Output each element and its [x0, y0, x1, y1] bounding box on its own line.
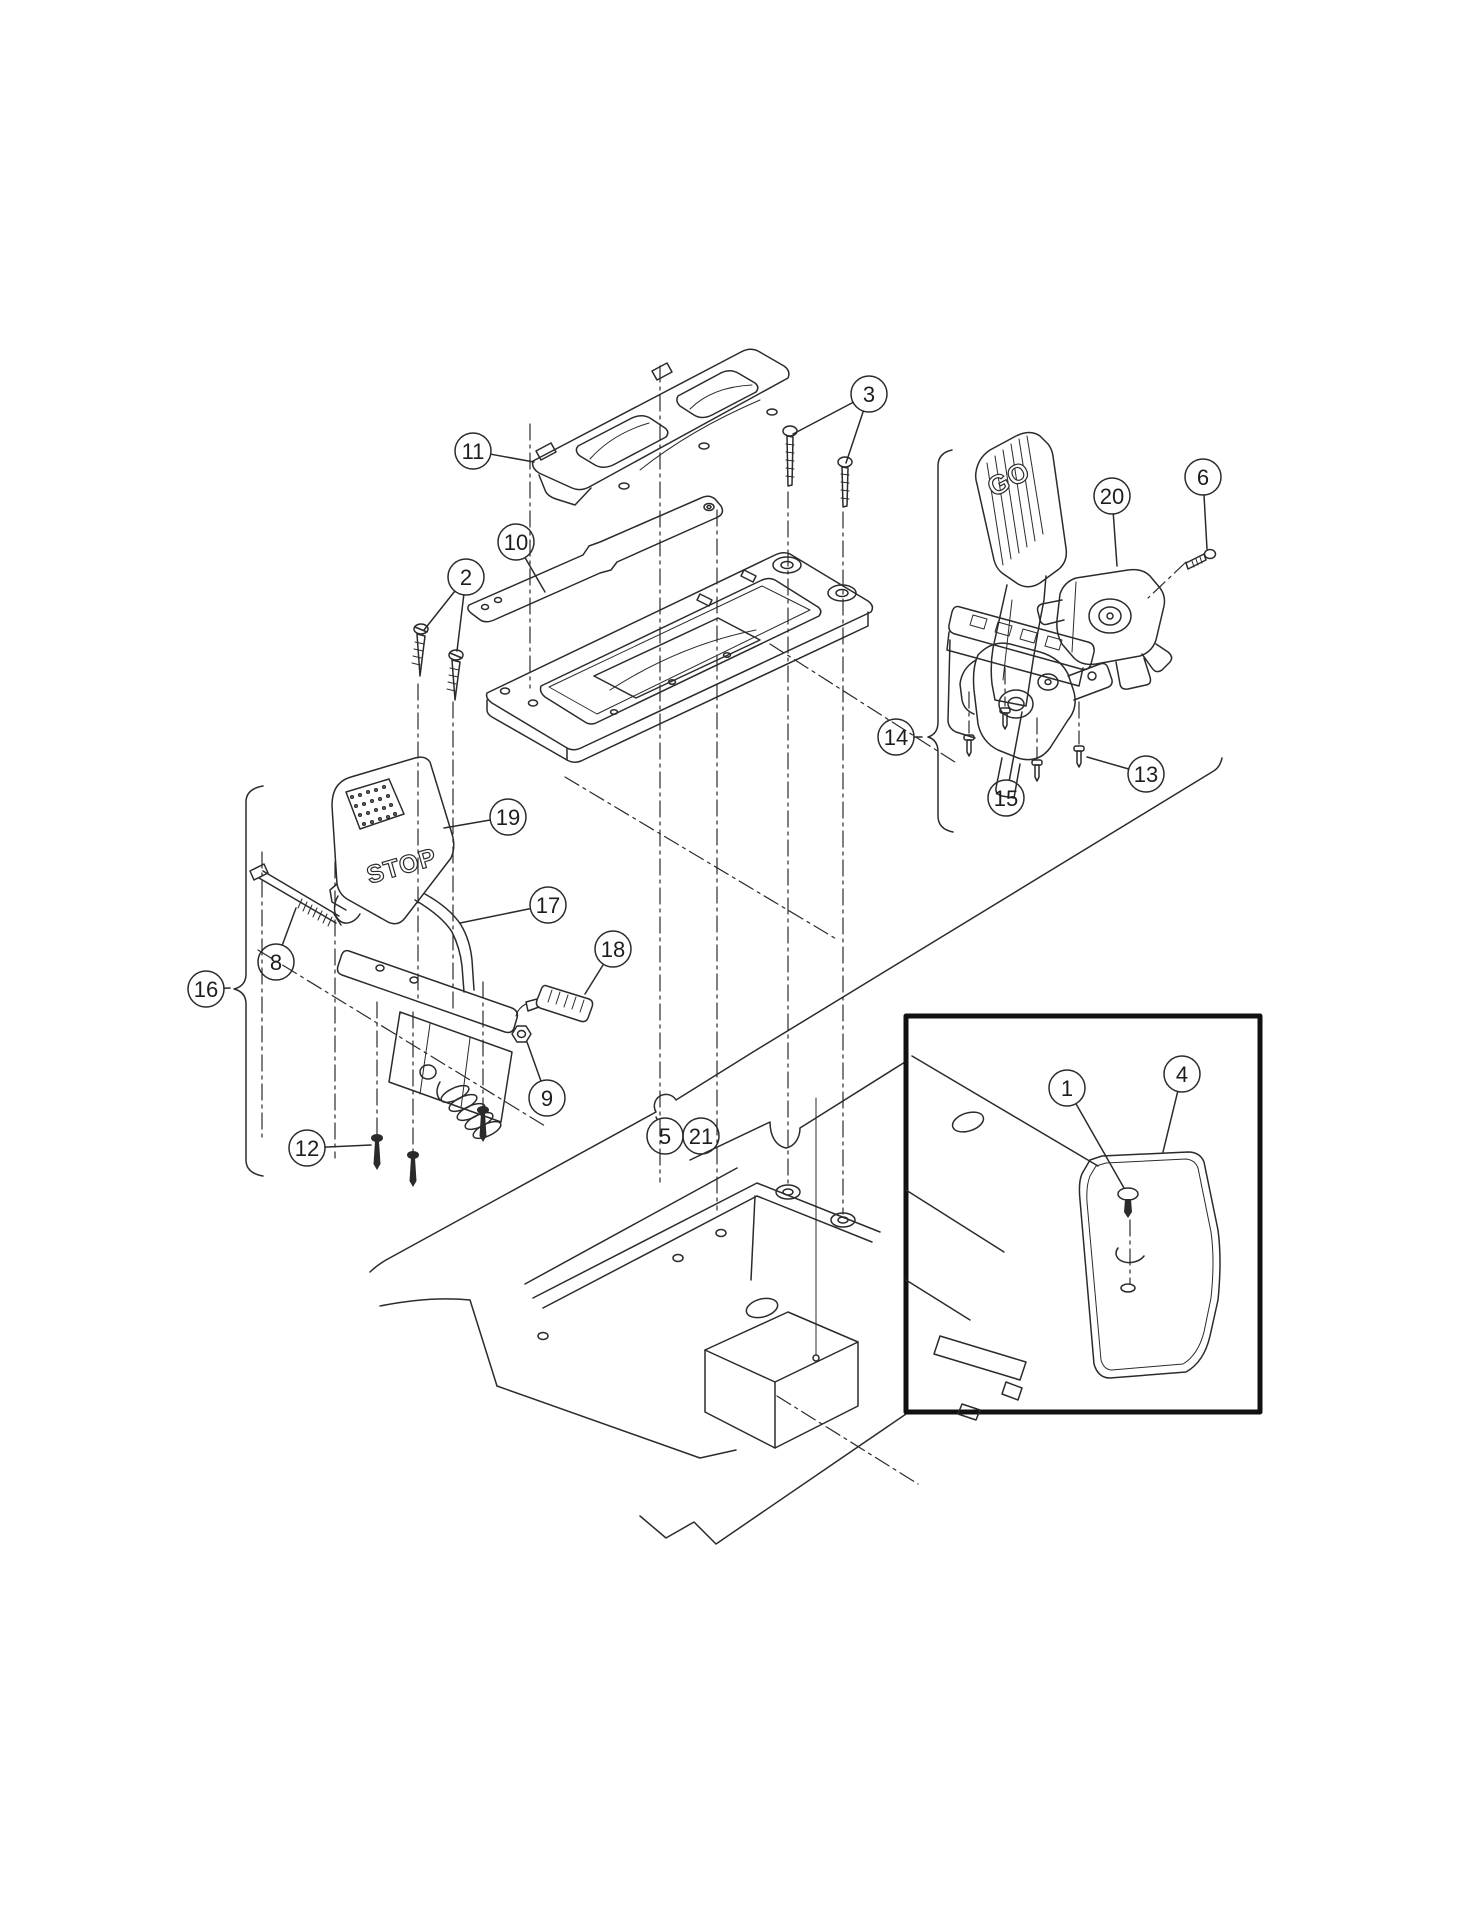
inset-border: [903, 1013, 1263, 1415]
svg-text:19: 19: [496, 805, 520, 830]
detail-inset: [903, 1013, 1263, 1421]
group-bracket-14: [927, 449, 954, 833]
svg-text:11: 11: [462, 439, 485, 464]
callout-2: 2: [423, 558, 485, 652]
svg-text:13: 13: [1134, 762, 1158, 787]
svg-text:16: 16: [194, 977, 218, 1002]
cover-screw-pair-left: [411, 623, 464, 701]
callout-9: 9: [526, 1041, 566, 1117]
callout-11: 11: [454, 432, 535, 470]
svg-text:15: 15: [994, 786, 1018, 811]
svg-text:10: 10: [504, 530, 528, 555]
svg-text:17: 17: [536, 893, 560, 918]
centerlines: [257, 365, 1187, 1485]
group-bracket-16: [233, 785, 264, 1177]
callout-3: 3: [792, 375, 888, 464]
callout-15: 15: [987, 711, 1025, 817]
svg-text:5: 5: [659, 1124, 671, 1149]
go-mount-screws: [963, 707, 1085, 782]
svg-text:8: 8: [270, 950, 282, 975]
callout-13: 13: [1086, 755, 1165, 793]
stop-pedal-label: STOP: [364, 843, 441, 890]
svg-text:3: 3: [863, 382, 875, 407]
go-pedal-label: GO: [982, 455, 1035, 502]
svg-text:1: 1: [1061, 1076, 1073, 1101]
go-pedal-assembly: GO: [946, 431, 1217, 799]
callout-19: 19: [443, 798, 527, 836]
floorboard: [369, 757, 1223, 1545]
callout-17: 17: [459, 886, 567, 924]
callout-1: 1: [1048, 1069, 1125, 1189]
cover-support-strip: [467, 495, 724, 623]
svg-text:14: 14: [884, 725, 908, 750]
callout-8: 8: [257, 907, 297, 981]
cover-screw-pair-right: [782, 425, 853, 508]
stop-pedal-assembly: STOP: [249, 756, 594, 1187]
svg-text:2: 2: [460, 565, 472, 590]
callout-20: 20: [1093, 477, 1131, 567]
callout-5: 5: [646, 1116, 684, 1155]
pedal-mount-plate: [485, 551, 874, 764]
svg-text:20: 20: [1100, 484, 1124, 509]
svg-text:21: 21: [689, 1124, 713, 1149]
pedal-cover-plate: [531, 348, 790, 506]
callout-18: 18: [584, 930, 632, 995]
callout-14: 14: [877, 718, 923, 756]
svg-text:6: 6: [1197, 465, 1209, 490]
callout-12: 12: [288, 1129, 372, 1167]
callout-21: 21: [682, 1117, 720, 1155]
svg-text:18: 18: [601, 937, 625, 962]
svg-text:4: 4: [1176, 1062, 1188, 1087]
callout-4: 4: [1162, 1055, 1201, 1153]
stop-pedal-grip-dots: [349, 784, 398, 827]
stop-mount-screws: [371, 1106, 489, 1187]
callout-16: 16: [187, 970, 231, 1008]
svg-text:9: 9: [541, 1086, 553, 1111]
callout-10: 10: [497, 523, 546, 593]
svg-text:12: 12: [295, 1136, 319, 1161]
callout-6: 6: [1184, 458, 1222, 550]
